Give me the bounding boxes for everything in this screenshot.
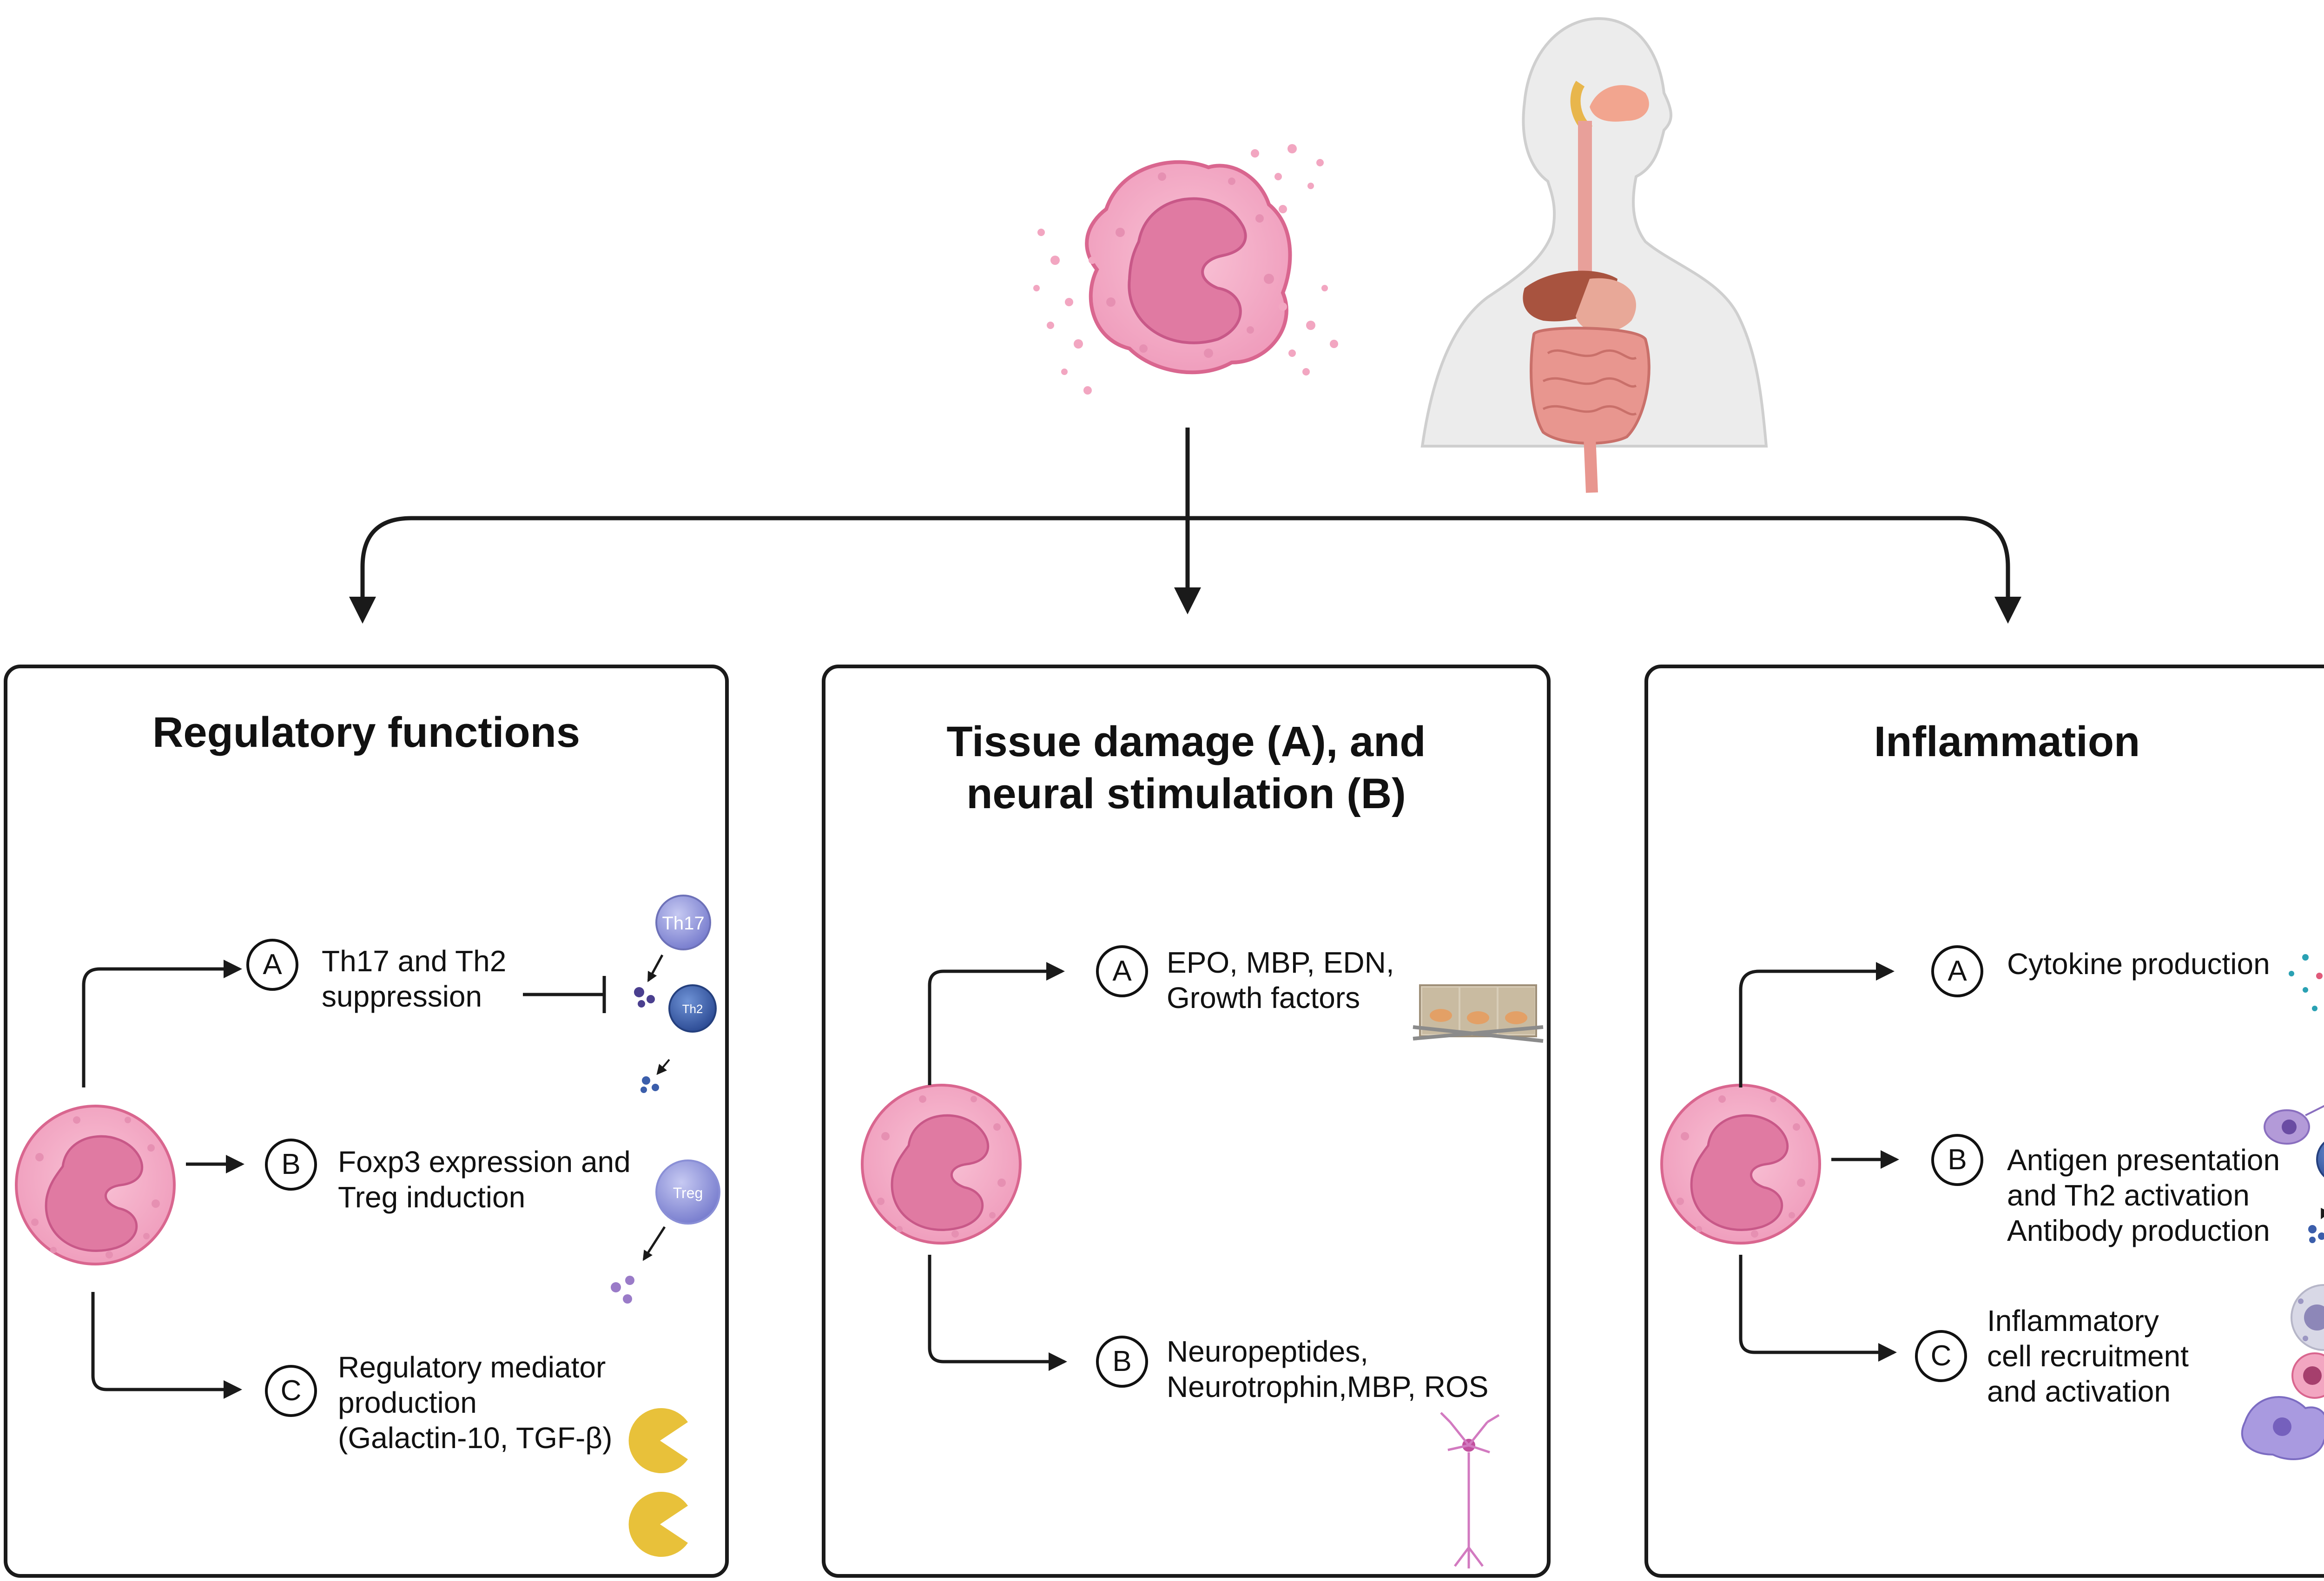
th2-cell-icon: Th2 <box>668 984 717 1033</box>
item-label-tissue-a: EPO, MBP, EDN, Growth factors <box>1167 946 1394 1014</box>
item-letter-c: C <box>1915 1330 1967 1382</box>
panel-title-regulatory: Regulatory functions <box>152 709 581 756</box>
treg-cell-icon: Treg <box>655 1159 720 1225</box>
th2-cell-icon: Th2 <box>2316 1141 2324 1178</box>
item-letter-a: A <box>246 939 298 991</box>
svg-text:Treg: Treg <box>673 1185 703 1201</box>
item-label-inflammation-c: Inflammatory cell recruitment and activa… <box>1987 1304 2189 1408</box>
human-digestive-system-icon <box>1420 17 1768 493</box>
epithelium-icon <box>1413 984 1544 1043</box>
eosinophil-icon <box>1662 1085 1820 1243</box>
cytokine-dots-icon <box>2289 954 2323 1011</box>
item-label-regulatory-c: Regulatory mediator production (Galactin… <box>338 1350 613 1455</box>
dendritic-cell-icon <box>2264 1105 2324 1145</box>
panel-title-inflammation: Inflammation <box>1874 718 2140 765</box>
pacman-galectin-icon <box>628 1408 688 1557</box>
item-label-inflammation-b: Antigen presentation and Th2 activation … <box>2007 1143 2280 1247</box>
item-letter-b: B <box>1096 1336 1148 1388</box>
item-letter-c: C <box>265 1365 317 1417</box>
panel1-graphics: Th17 Th2 Treg <box>16 895 720 1557</box>
eosinophil-icon <box>1085 160 1292 375</box>
item-letter-a: A <box>1931 945 1983 997</box>
panel2-graphics <box>862 962 1544 1568</box>
eosinophil-icon <box>862 1085 1020 1243</box>
degranulation-dots <box>1033 144 1338 395</box>
item-label-regulatory-a: Th17 and Th2 suppression <box>322 944 507 1013</box>
item-letter-a: A <box>1096 945 1148 997</box>
eosinophil-icon <box>16 1106 174 1264</box>
neuron-icon <box>1440 1412 1500 1568</box>
item-label-regulatory-b: Foxp3 expression and Treg induction <box>338 1145 631 1214</box>
macrophage-icon <box>2241 1396 2324 1460</box>
svg-text:Th17: Th17 <box>662 913 704 934</box>
panel3-graphics: Th2 <box>1662 954 2324 1460</box>
svg-text:Th2: Th2 <box>682 1002 703 1016</box>
mast-cell-icon <box>2291 1284 2324 1351</box>
item-letter-b: B <box>1931 1134 1983 1186</box>
panel-title-tissue-damage: Tissue damage (A), and neural stimulatio… <box>946 718 1426 817</box>
th17-cell-icon: Th17 <box>655 895 711 950</box>
item-label-inflammation-a: Cytokine production <box>2007 947 2270 981</box>
item-letter-b: B <box>265 1139 317 1191</box>
item-label-tissue-b: Neuropeptides, Neurotrophin,MBP, ROS <box>1167 1335 1489 1403</box>
branch-connector <box>349 428 2021 624</box>
eosinophil-small-icon <box>2291 1352 2324 1399</box>
